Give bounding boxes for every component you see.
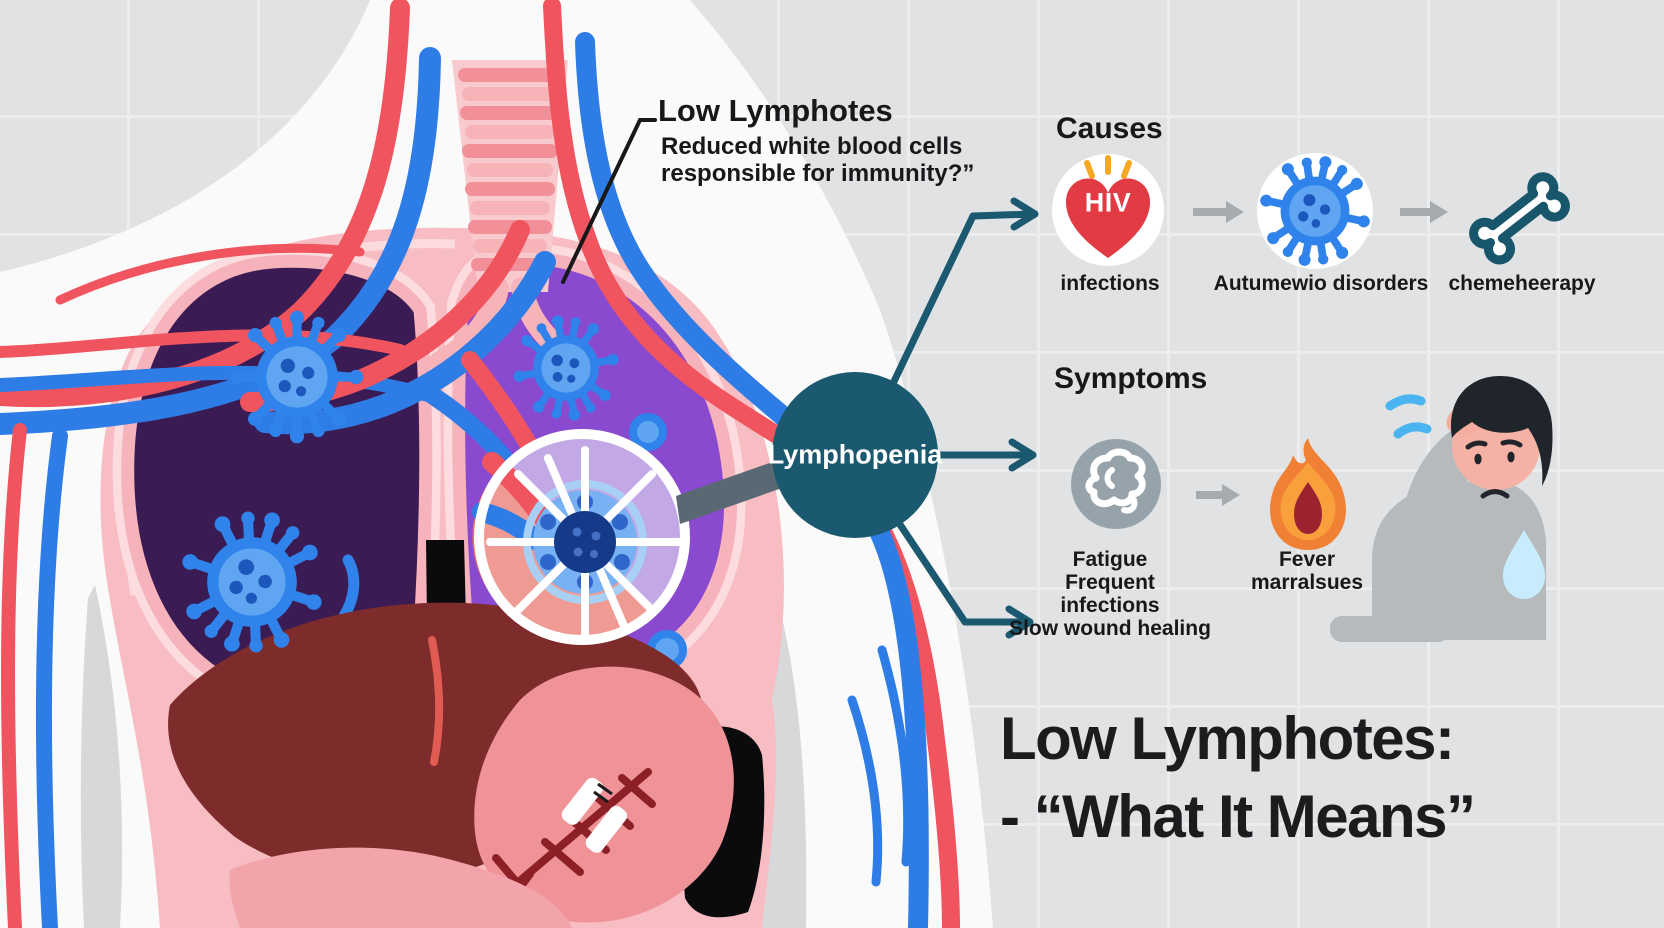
trachea xyxy=(429,60,586,373)
callout-subtitle-line1: Reduced white blood cells xyxy=(661,133,963,160)
cause-label-autoimmune: Autumewio disorders xyxy=(1213,272,1429,295)
causes-heading: Causes xyxy=(1056,112,1163,145)
magnifier-connector xyxy=(676,460,782,524)
arm-gap-left xyxy=(80,585,123,928)
fever-flame-icon xyxy=(1270,438,1346,550)
magnified-virus xyxy=(486,446,684,638)
fatigue-icon xyxy=(1071,439,1161,529)
lymphopenia-node xyxy=(772,372,938,538)
cause-label-infections: infections xyxy=(1060,272,1160,295)
symptom-line: Fever xyxy=(1278,548,1336,571)
hair xyxy=(1451,376,1553,486)
arrow-to-slow-healing xyxy=(889,510,1034,639)
arrow-to-causes xyxy=(884,197,1039,398)
page-title-line2: - “What It Means” xyxy=(1000,783,1476,850)
liver xyxy=(168,602,703,881)
causes-arrow-2-icon xyxy=(1400,201,1448,223)
intestines xyxy=(229,847,572,928)
bandage-icon xyxy=(561,777,628,853)
bone-icon xyxy=(1469,172,1570,265)
sweat-drops-icon xyxy=(1385,394,1432,439)
autoimmune-virus-icon xyxy=(1249,145,1382,278)
blood-vessels xyxy=(0,0,960,928)
lymphopenia-label: Lymphopenia xyxy=(767,439,943,470)
symptom-fatigue-label: Fatigue Frequent infections Slow wound h… xyxy=(1009,548,1211,640)
arrow-to-symptoms xyxy=(936,438,1037,472)
symptom-fever-label: Fever marralsues xyxy=(1251,548,1363,594)
symptom-line: Fatigue xyxy=(1072,548,1148,571)
magnifier-circle xyxy=(472,429,690,645)
tear-drop-icon xyxy=(1503,530,1545,599)
symptoms-heading: Symptoms xyxy=(1054,362,1208,395)
causes-arrow-1-icon xyxy=(1193,201,1244,223)
hiv-heart-icon xyxy=(1052,154,1164,266)
sick-person-illustration xyxy=(1330,376,1553,642)
callout-line xyxy=(561,118,657,284)
symptoms-arrow-icon xyxy=(1196,484,1240,506)
page-title: Low Lymphotes: - “What It Means” xyxy=(1000,700,1476,856)
symptom-line: Slow wound healing xyxy=(1009,617,1211,640)
page-title-line1: Low Lymphotes: xyxy=(1000,705,1455,772)
cause-label-chemotherapy: chemeheerapy xyxy=(1448,272,1596,295)
callout-title: Low Lymphotes xyxy=(658,93,893,128)
callout-subtitle-line2: responsible for immunity?” xyxy=(661,160,975,187)
symptom-line: infections xyxy=(1060,594,1160,617)
hiv-badge-text: HIV xyxy=(1084,187,1132,218)
diagram-arrows xyxy=(884,197,1039,639)
stomach xyxy=(474,666,734,923)
symptom-line: marralsues xyxy=(1250,571,1364,594)
symptom-line: Frequent xyxy=(1065,571,1155,594)
